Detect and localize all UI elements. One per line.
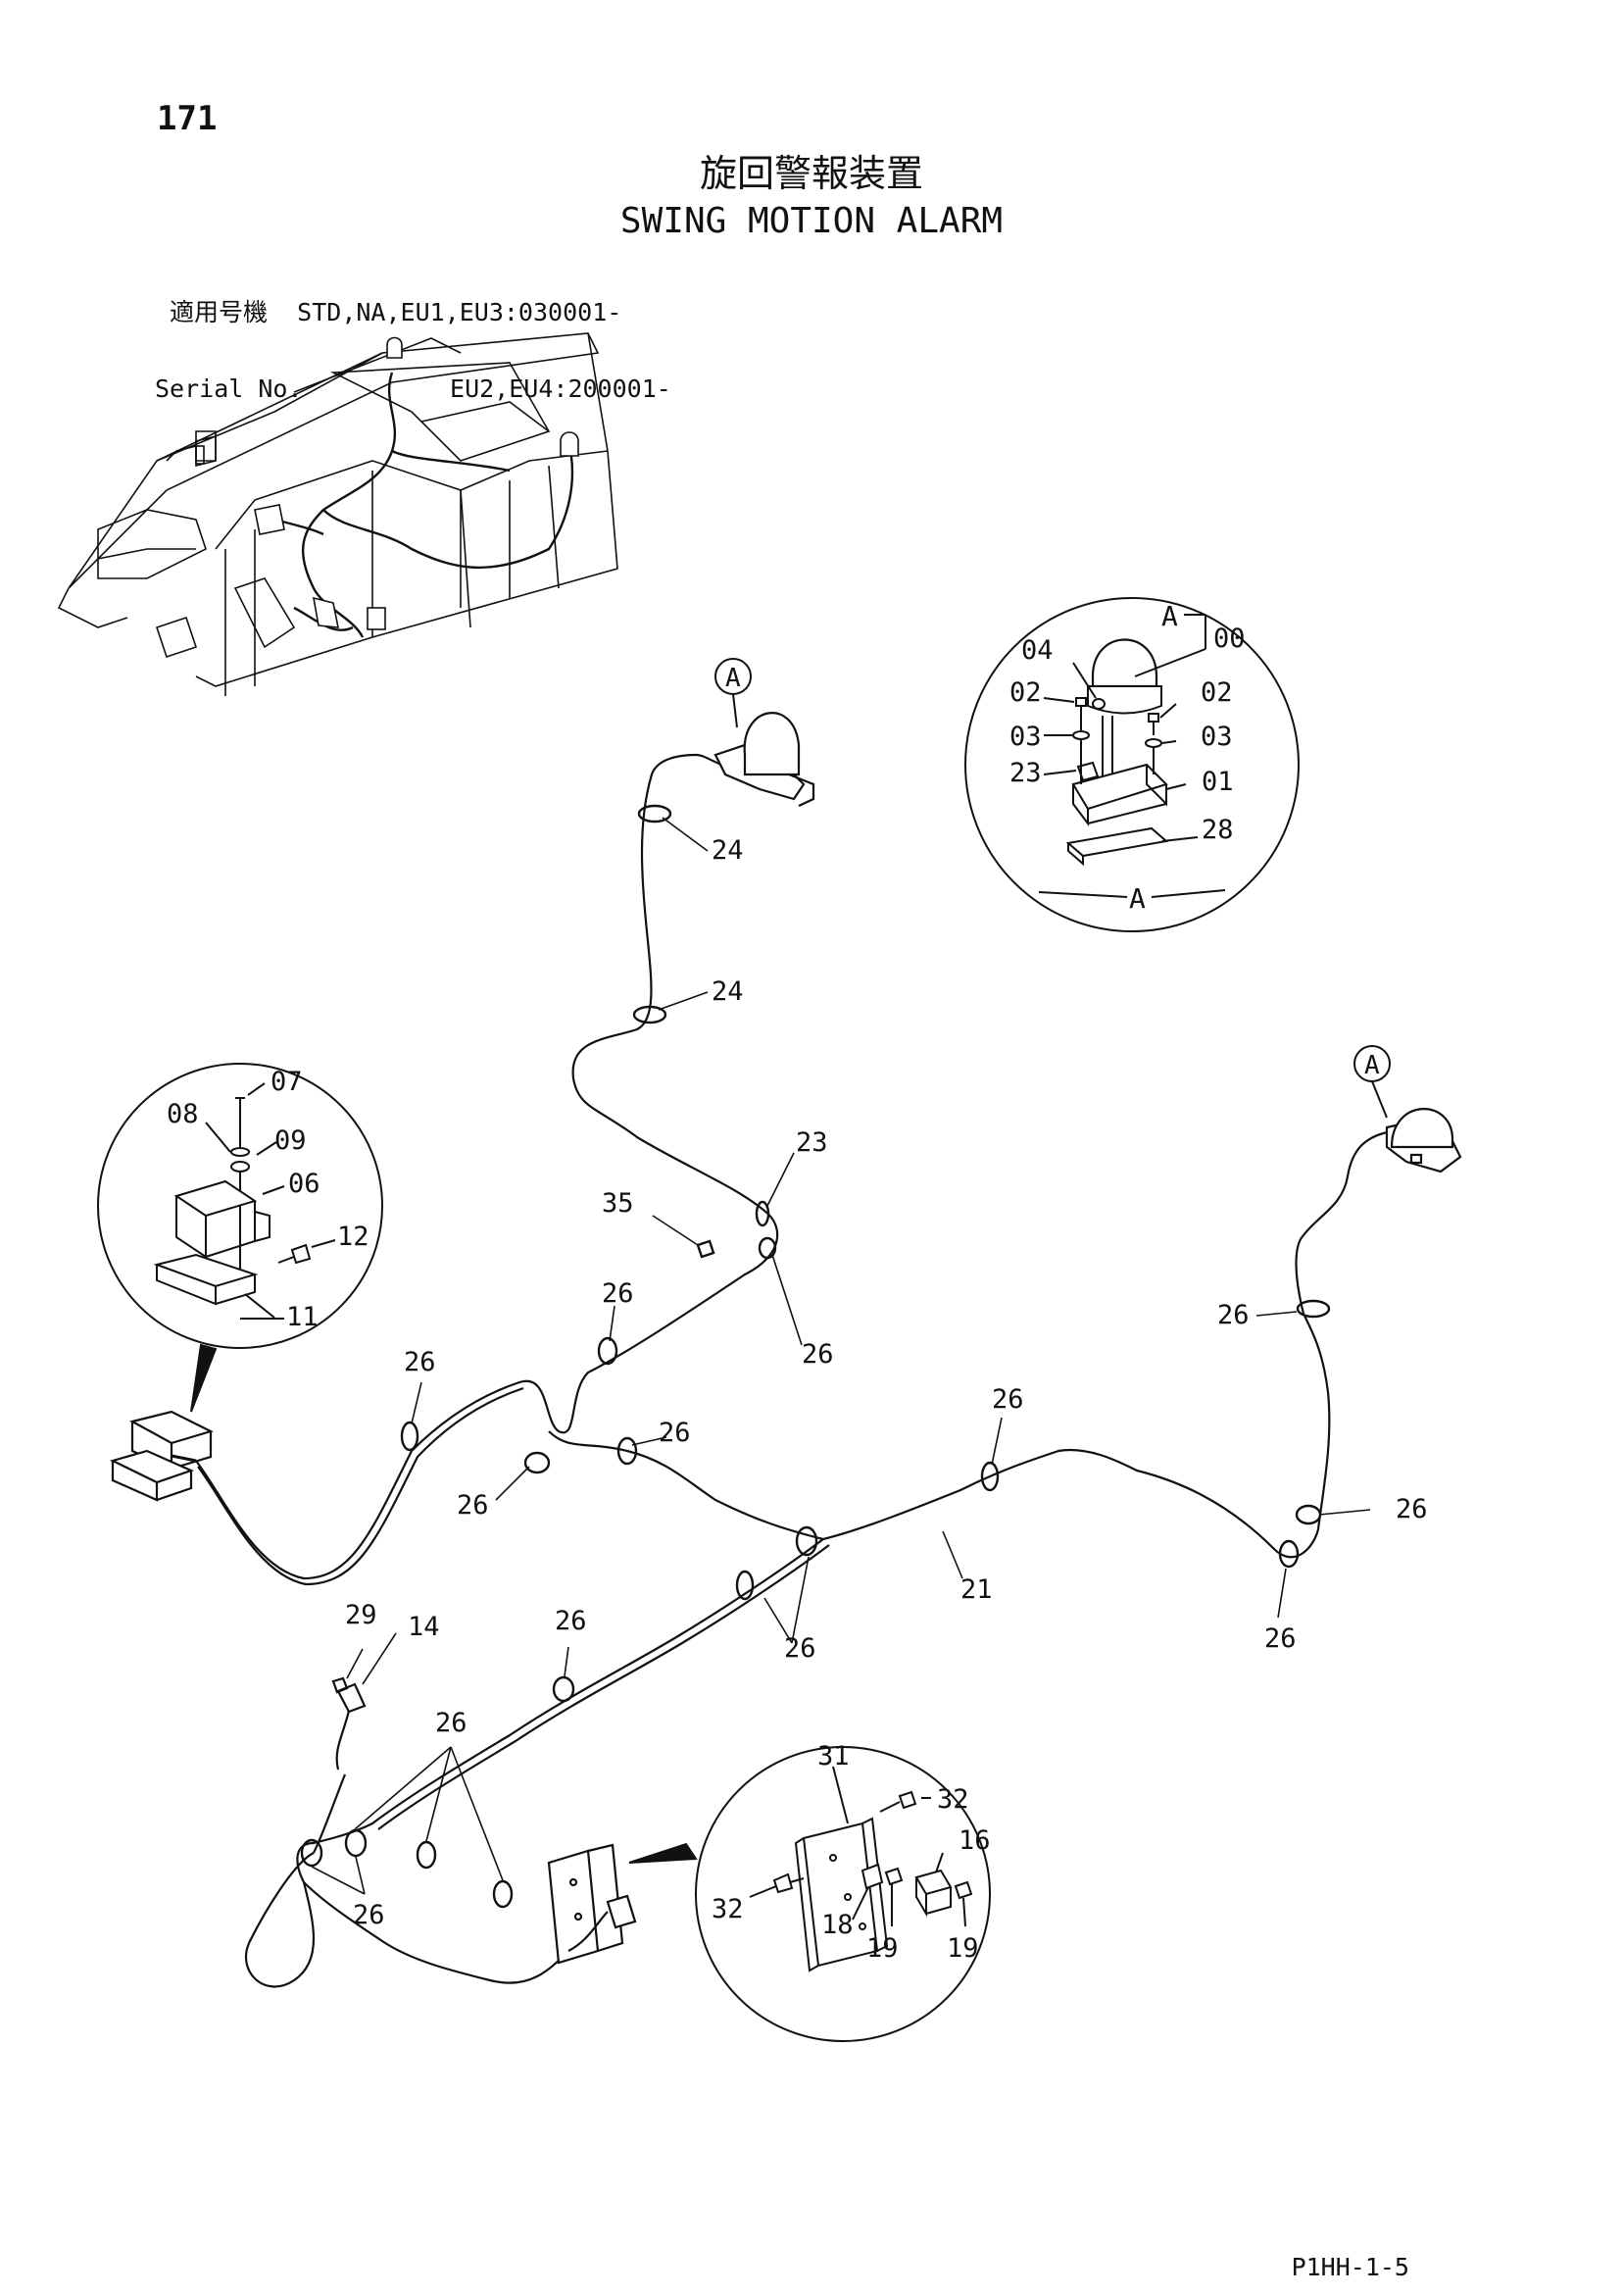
part-label: 26 <box>602 1278 634 1309</box>
detail-left-circle <box>97 1063 383 1413</box>
page-number: 171 <box>157 99 218 138</box>
part-labels: 00 04 02 02 03 03 23 01 28 07 08 09 06 1… <box>167 624 1428 1964</box>
part-label: 24 <box>712 835 744 866</box>
part-label: 26 <box>404 1347 436 1377</box>
section-mark-a-upper: A <box>725 664 741 693</box>
part-label: 03 <box>1201 722 1233 752</box>
serial-number-block: 適用号機 STD,NA,EU1,EU3:030001- Serial No. E… <box>155 251 671 428</box>
part-label: 08 <box>167 1099 199 1129</box>
part-label: 26 <box>555 1606 587 1636</box>
part-label: 28 <box>1202 815 1234 845</box>
part-label: 26 <box>1264 1623 1297 1654</box>
part-label: 09 <box>274 1125 307 1156</box>
part-label: 31 <box>817 1741 850 1772</box>
part-label: 26 <box>784 1633 816 1664</box>
title-english: SWING MOTION ALARM <box>619 201 1004 241</box>
callout-leaders <box>311 817 1371 1895</box>
part-label: 26 <box>353 1900 385 1930</box>
part-label: 11 <box>286 1302 319 1332</box>
part-label: 14 <box>408 1612 440 1642</box>
part-label: 07 <box>270 1067 303 1097</box>
part-label: 32 <box>712 1894 744 1924</box>
part-label: 01 <box>1202 767 1234 797</box>
serial-label-jp: 適用号機 <box>155 298 269 326</box>
part-label: 26 <box>802 1339 834 1370</box>
title-japanese: 旋回警報装置 <box>699 152 923 195</box>
serial-row-2: Serial No. EU2,EU4:200001- <box>155 376 671 404</box>
serial-label-en: Serial No. <box>155 374 303 403</box>
part-label: 35 <box>602 1188 634 1219</box>
part-label: 23 <box>1009 758 1042 788</box>
serial-value-1: STD,NA,EU1,EU3:030001- <box>268 298 622 326</box>
part-label: 18 <box>821 1910 854 1940</box>
harness-clamps <box>300 804 1331 1909</box>
part-label: 29 <box>345 1600 377 1630</box>
serial-row-1: 適用号機 STD,NA,EU1,EU3:030001- <box>155 300 671 327</box>
part-label: 16 <box>959 1825 991 1856</box>
part-label: 32 <box>937 1784 969 1815</box>
document-code: P1HH-1-5 <box>1291 2253 1409 2281</box>
part-label: 00 <box>1213 624 1246 654</box>
section-mark-a-detail-top: A <box>1161 600 1178 632</box>
part-label: 04 <box>1021 635 1054 666</box>
part-label: 26 <box>1396 1494 1428 1524</box>
part-label: 26 <box>457 1490 489 1521</box>
machine-overview <box>57 332 618 696</box>
detail-bottom-circle <box>628 1746 991 2042</box>
main-harness <box>109 712 1462 1988</box>
part-label: 26 <box>659 1418 691 1448</box>
part-label: 06 <box>288 1169 320 1199</box>
part-label: 02 <box>1201 677 1233 708</box>
part-label: 03 <box>1009 722 1042 752</box>
part-label: 26 <box>992 1384 1024 1415</box>
part-label: 26 <box>435 1708 467 1738</box>
section-mark-a-detail-bottom: A <box>1129 882 1146 915</box>
part-label: 26 <box>1217 1300 1250 1330</box>
part-label: 12 <box>337 1222 369 1252</box>
section-mark-a-right: A <box>1364 1051 1380 1080</box>
section-marks: A A A A <box>714 600 1391 1119</box>
part-label: 02 <box>1009 677 1042 708</box>
serial-value-2: EU2,EU4:200001- <box>302 374 671 403</box>
detail-a-circle <box>964 597 1300 932</box>
part-label: 24 <box>712 976 744 1007</box>
part-label: 19 <box>947 1933 979 1964</box>
part-label: 21 <box>960 1574 993 1605</box>
part-label: 19 <box>866 1933 899 1964</box>
part-label: 23 <box>796 1127 828 1158</box>
